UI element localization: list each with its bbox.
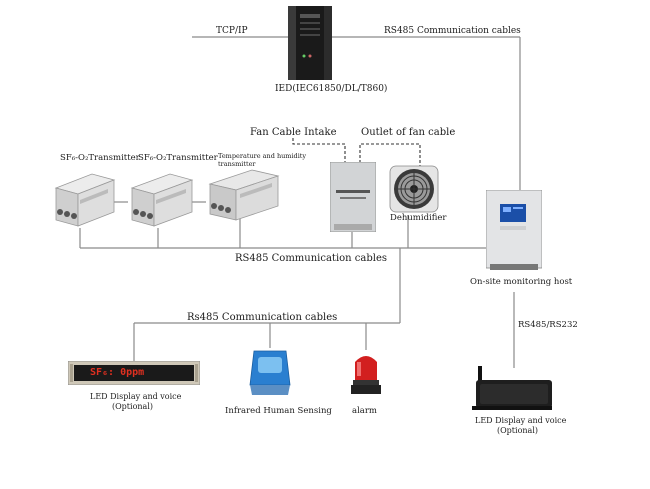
transmitter-2-device — [128, 170, 194, 230]
ied-label: IED(IEC61850/DL/T860) — [275, 84, 388, 94]
rs485-rs232-label: RS485/RS232 — [518, 320, 578, 330]
alarm-label: alarm — [352, 406, 377, 416]
infrared-sensor-device — [248, 347, 294, 399]
led-display-2-label-line2: (Optional) — [497, 426, 538, 435]
led-display-2-device — [470, 366, 554, 412]
transmitter-1-device — [52, 170, 116, 230]
fan-outlet-label: Outlet of fan cable — [361, 127, 456, 138]
monitoring-host-device — [485, 189, 543, 272]
transmitter-2-label: SF₆-O₂Transmitter — [138, 153, 218, 163]
ied-device — [288, 6, 332, 80]
transmitter-1-label: SF₆-O₂Transmitter — [60, 153, 140, 163]
led-display-1-label-line1: LED Display and voice — [90, 392, 182, 401]
dehumidifier-label: Dehumidifier — [390, 213, 447, 223]
temp-hum-device — [206, 166, 280, 224]
fan-intake-label: Fan Cable Intake — [250, 127, 337, 138]
alarm-device — [350, 350, 382, 396]
tcp-ip-label: TCP/IP — [216, 26, 248, 36]
led-display-1-device: SF₆: 0ppm — [67, 360, 201, 386]
monitoring-host-label: On-site monitoring host — [470, 277, 573, 287]
led-display-1-label-line2: (Optional) — [112, 402, 153, 411]
led-display-2-label-line1: LED Display and voice — [475, 416, 567, 425]
led-screen-text: SF₆: 0ppm — [90, 367, 145, 378]
rs485-lower-label: Rs485 Communication cables — [187, 312, 338, 323]
rs485-mid-label: RS485 Communication cables — [235, 253, 387, 264]
dehumidifier-device — [388, 164, 440, 214]
rs485-top-label: RS485 Communication cables — [384, 26, 521, 36]
infrared-label: Infrared Human Sensing — [225, 406, 332, 416]
temp-hum-label-line2: transmitter — [218, 160, 256, 168]
fan-controller-device — [329, 161, 377, 233]
temp-hum-label-line1: Temperature and humidity — [218, 152, 307, 160]
